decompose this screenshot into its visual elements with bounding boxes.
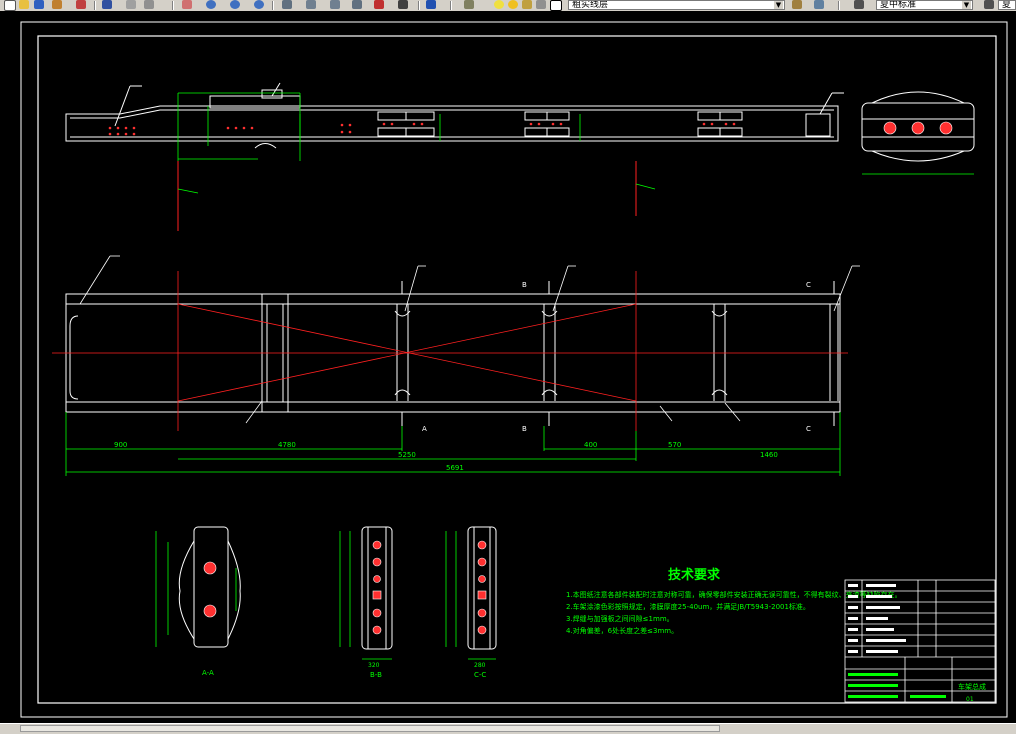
elevation-dimensions bbox=[177, 92, 581, 171]
layer-color-swatch-icon[interactable] bbox=[548, 0, 562, 11]
section-a-holes bbox=[203, 561, 217, 618]
tool-palette-icon[interactable] bbox=[328, 0, 342, 10]
layer-combo-value: 粗实线层 bbox=[572, 0, 609, 10]
layer-freeze-sun-icon[interactable] bbox=[506, 0, 520, 10]
sheet-set-icon[interactable] bbox=[350, 0, 364, 10]
dim-5250: 5250 bbox=[398, 451, 416, 459]
frame-end-view bbox=[861, 91, 975, 162]
dim-1460: 1460 bbox=[760, 451, 778, 459]
undo-icon[interactable] bbox=[100, 0, 114, 10]
plan-cutting-marks bbox=[401, 281, 835, 426]
section-c-holes bbox=[477, 540, 487, 635]
markup-icon[interactable] bbox=[372, 0, 386, 10]
section-b-view bbox=[361, 526, 393, 650]
inner-sheet-border bbox=[37, 35, 997, 704]
elevation-center-marks bbox=[177, 161, 637, 231]
section-a-view bbox=[178, 526, 241, 648]
properties-icon[interactable] bbox=[280, 0, 294, 10]
plan-dimension-text: 900 4780 5250 400 570 1460 5691 bbox=[114, 441, 778, 472]
section-a-label: A-A bbox=[202, 669, 214, 677]
layer-manager-icon[interactable] bbox=[462, 0, 476, 10]
dimension-style-combo[interactable]: 夏 bbox=[998, 0, 1016, 10]
tech-requirements-lines: 1.本图纸注意各部件装配时注意对称可靠，确保零部件安装正确无误可靠性，不得有裂纹… bbox=[566, 590, 902, 635]
dim-4780: 4780 bbox=[278, 441, 296, 449]
dimension-style-icon[interactable] bbox=[982, 0, 996, 10]
open-file-icon[interactable] bbox=[17, 0, 31, 10]
tech-line-3: 3.焊缝与加强板之间间隙≤1mm。 bbox=[566, 614, 674, 623]
chevron-down-icon[interactable]: ▼ bbox=[962, 1, 971, 9]
zoom-window-icon[interactable] bbox=[228, 0, 242, 10]
zoom-previous-icon[interactable] bbox=[252, 0, 266, 10]
title-block bbox=[844, 579, 996, 703]
layer-plot-icon[interactable] bbox=[534, 0, 548, 10]
elevation-green-leaders bbox=[177, 183, 656, 194]
bottom-mark-c: C bbox=[806, 425, 811, 433]
tech-line-2: 2.车架涂漆色彩按照规定，漆膜厚度25-40um，并满足JB/T5943-200… bbox=[566, 602, 810, 611]
section-b-dims bbox=[339, 531, 392, 660]
section-a-dims bbox=[155, 531, 237, 647]
text-style-combo[interactable]: 夏中标准 ▼ bbox=[876, 0, 973, 10]
top-mark-c: C bbox=[806, 281, 811, 289]
drawing-canvas[interactable]: 900 4780 5250 400 570 1460 5691 B C A B … bbox=[0, 11, 1016, 723]
calculator-icon[interactable] bbox=[396, 0, 410, 10]
chevron-down-icon[interactable]: ▼ bbox=[774, 1, 783, 9]
help-icon[interactable] bbox=[424, 0, 438, 10]
title-block-green-marks bbox=[848, 673, 946, 698]
zoom-realtime-icon[interactable] bbox=[204, 0, 218, 10]
plan-diagonals bbox=[52, 271, 848, 431]
dim-900: 900 bbox=[114, 441, 127, 449]
section-c-view bbox=[467, 526, 497, 650]
plan-dimensions bbox=[65, 412, 841, 476]
layer-combo[interactable]: 粗实线层 ▼ bbox=[568, 0, 785, 10]
scrollbar-thumb[interactable] bbox=[20, 725, 720, 732]
plan-view-marks: B C A B C bbox=[422, 281, 811, 433]
pan-hand-icon[interactable] bbox=[180, 0, 194, 10]
section-b-dim-320: 320 bbox=[368, 662, 380, 669]
redo-dropdown-icon[interactable] bbox=[124, 0, 138, 10]
dimension-style-combo-value: 夏 bbox=[1002, 0, 1012, 10]
layer-previous-icon[interactable] bbox=[790, 0, 804, 10]
layer-lock-icon[interactable] bbox=[520, 0, 534, 10]
section-b-label: B-B bbox=[370, 671, 382, 679]
design-center-icon[interactable] bbox=[304, 0, 318, 10]
tech-line-1: 1.本图纸注意各部件装配时注意对称可靠，确保零部件安装正确无误可靠性，不得有裂纹… bbox=[566, 590, 902, 599]
save-icon[interactable] bbox=[32, 0, 46, 10]
dim-400: 400 bbox=[584, 441, 597, 449]
cad-toolbar: 粗实线层 ▼ 夏中标准 ▼ 夏 bbox=[0, 0, 1016, 12]
text-style-combo-value: 夏中标准 bbox=[880, 0, 917, 10]
section-c-dim-280: 280 bbox=[474, 662, 486, 669]
top-mark-b: B bbox=[522, 281, 527, 289]
paint-brush-icon[interactable] bbox=[74, 0, 88, 10]
dim-570: 570 bbox=[668, 441, 681, 449]
section-c-dims bbox=[445, 531, 496, 660]
tech-requirements-title: 技术要求 bbox=[668, 567, 721, 583]
dim-5691: 5691 bbox=[446, 464, 464, 472]
plan-leaders bbox=[79, 255, 860, 424]
title-block-code: 01 bbox=[966, 696, 974, 703]
outer-sheet-border bbox=[20, 21, 1008, 718]
text-style-icon[interactable] bbox=[852, 0, 866, 10]
end-view-holes bbox=[883, 121, 953, 135]
tech-line-4: 4.对角偏差，6处长度之差≤3mm。 bbox=[566, 626, 678, 635]
elevation-hole-marks bbox=[108, 122, 736, 136]
bottom-mark-b: B bbox=[522, 425, 527, 433]
horizontal-scrollbar[interactable] bbox=[0, 723, 1016, 734]
redo-icon[interactable] bbox=[142, 0, 156, 10]
bottom-mark-a: A bbox=[422, 425, 427, 433]
new-file-icon[interactable] bbox=[2, 0, 16, 11]
title-block-drawing-name: 车架总成 bbox=[958, 682, 986, 691]
layer-states-icon[interactable] bbox=[812, 0, 826, 10]
drawing-svg: 900 4780 5250 400 570 1460 5691 B C A B … bbox=[20, 21, 1008, 718]
title-block-fill-marks bbox=[848, 584, 906, 653]
layer-on-bulb-icon[interactable] bbox=[492, 0, 506, 10]
section-b-holes bbox=[372, 540, 382, 635]
section-c-label: C-C bbox=[474, 671, 486, 679]
pencil-icon[interactable] bbox=[50, 0, 64, 10]
